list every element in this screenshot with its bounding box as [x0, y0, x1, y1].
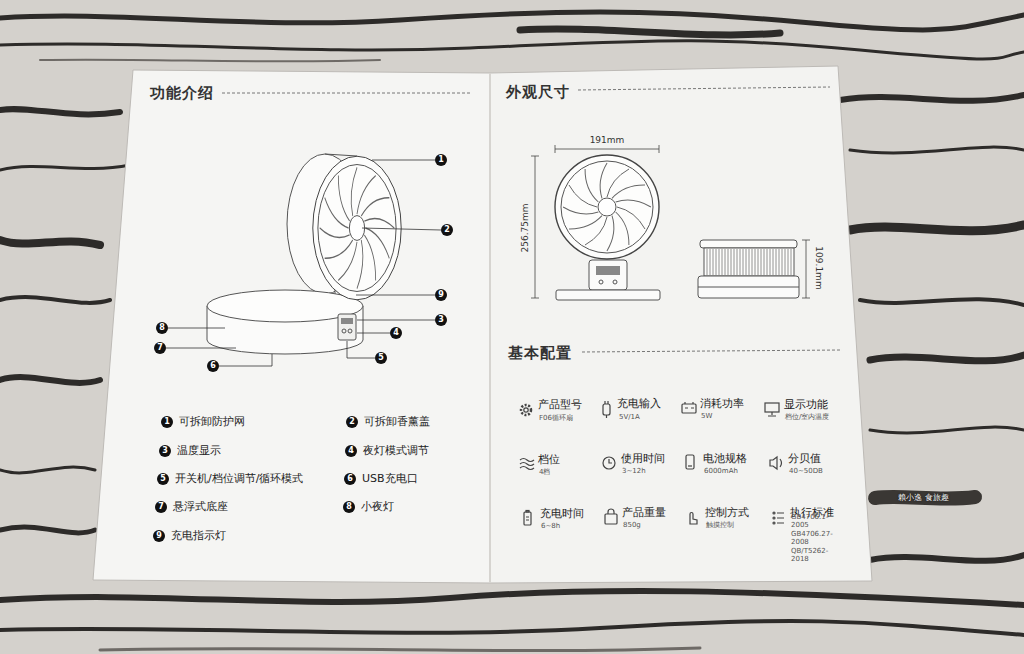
callout-number: 3 — [159, 445, 171, 457]
callout-number: 3 — [435, 314, 447, 326]
part-name: 开关机/档位调节/循环模式 — [175, 472, 303, 485]
fan-side-view — [698, 240, 799, 298]
dimension-label: 256.75mm — [520, 203, 531, 252]
part-name: 可拆卸防护网 — [179, 415, 245, 428]
spec-value: 6~8h — [541, 522, 560, 530]
spec-name: 使用时间 — [621, 452, 665, 465]
spec-value: 40~50DB — [789, 467, 823, 475]
spec-name: 充电时间 — [540, 507, 584, 520]
spec-value: 850g — [623, 521, 641, 529]
callout-number: 9 — [435, 289, 447, 301]
spec-name: 分贝值 — [788, 452, 821, 465]
part-name: 悬浮式底座 — [173, 500, 228, 513]
part-name: USB充电口 — [362, 472, 418, 485]
spec-name: 显示功能 — [784, 398, 828, 411]
spec-value: F06循环扇 — [539, 414, 573, 422]
callout-number: 6 — [344, 473, 356, 485]
spec-value: 5V/1A — [619, 413, 640, 421]
dimension-lines — [531, 145, 810, 298]
part-name: 温度显示 — [177, 444, 221, 457]
part-name: 小夜灯 — [361, 500, 394, 513]
callout-number: 4 — [345, 445, 357, 457]
spec-name: 电池规格 — [703, 452, 747, 465]
wood-grain — [0, 12, 1024, 651]
part-name: 夜灯模式调节 — [363, 444, 429, 457]
callout-number: 8 — [343, 501, 355, 513]
callout-number: 2 — [441, 224, 453, 236]
part-name: 充电指示灯 — [171, 529, 226, 542]
spec-value: 4档 — [539, 468, 550, 476]
section-heading: 功能介绍 — [150, 84, 214, 102]
callout-number: 4 — [390, 327, 402, 339]
leader-lines — [166, 160, 441, 366]
spec-name: 档位 — [538, 453, 560, 466]
callout-number: 5 — [157, 473, 169, 485]
spec-value: 6000mAh — [704, 467, 738, 475]
section-heading: 基本配置 — [508, 344, 572, 362]
spec-name: 消耗功率 — [700, 397, 744, 410]
spec-name: 产品型号 — [538, 398, 582, 411]
spec-value: GB4706.1-2005 GB4706.27-2008 QB/T5262-20… — [791, 513, 833, 563]
callout-number: 6 — [207, 360, 219, 372]
fan-side-illustration — [207, 154, 401, 354]
callout-number: 2 — [346, 416, 358, 428]
spec-name: 产品重量 — [622, 506, 666, 519]
booklet — [93, 66, 872, 583]
spec-name: 控制方式 — [705, 506, 749, 519]
spec-value: 3~12h — [622, 467, 646, 475]
spec-value: 5W — [701, 412, 712, 420]
fan-front-view — [555, 155, 660, 300]
callout-number: 7 — [155, 501, 167, 513]
spec-icons — [520, 401, 784, 525]
watermark: 賴小逸 食旅趣 — [898, 493, 949, 503]
callout-number: 8 — [156, 322, 168, 334]
spec-value: 触摸控制 — [706, 521, 734, 529]
dimension-label: 191mm — [590, 135, 625, 146]
spec-value: 档位/室内温度 — [785, 413, 829, 421]
part-name: 可拆卸香薰盖 — [364, 415, 430, 428]
callout-number: 9 — [153, 530, 165, 542]
callout-number: 1 — [161, 416, 173, 428]
section-heading: 外观尺寸 — [506, 83, 570, 101]
callout-number: 1 — [435, 154, 447, 166]
dimension-label: 109.1mm — [814, 246, 825, 289]
callout-number: 5 — [375, 352, 387, 364]
spec-name: 充电输入 — [617, 397, 661, 410]
callout-number: 7 — [154, 342, 166, 354]
